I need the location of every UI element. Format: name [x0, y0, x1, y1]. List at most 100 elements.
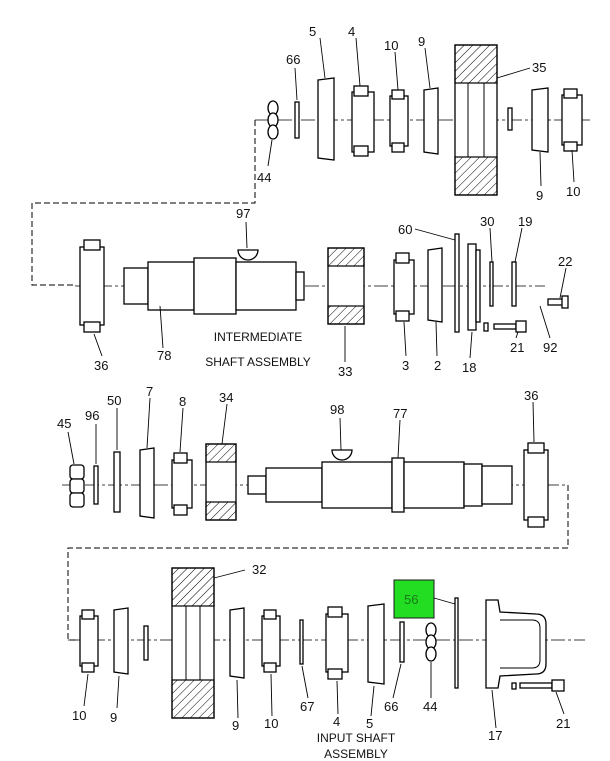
- label-60: 60: [398, 222, 412, 237]
- part-35-gear[interactable]: [454, 44, 498, 196]
- label-10: 10: [384, 38, 398, 53]
- label-5-row4: 5: [366, 716, 373, 731]
- part-44-nut[interactable]: [267, 100, 279, 140]
- part-36-hub[interactable]: [79, 239, 105, 333]
- label-18: 18: [462, 360, 476, 375]
- part-18-retainer[interactable]: [467, 243, 481, 331]
- label-96: 96: [85, 408, 99, 423]
- part-96-washer[interactable]: [93, 465, 99, 505]
- connector-1-2: [31, 120, 256, 286]
- part-10-bearing[interactable]: [389, 89, 409, 153]
- label-78: 78: [157, 348, 171, 363]
- caption-intermediate-1: INTERMEDIATE: [214, 330, 302, 344]
- part-97-key[interactable]: [237, 249, 259, 261]
- part-21-bolt-row4[interactable]: [511, 679, 565, 692]
- part-10-bearing-row4[interactable]: [79, 609, 99, 673]
- label-9b: 9: [536, 188, 543, 203]
- label-10b: 10: [566, 184, 580, 199]
- label-5: 5: [309, 24, 316, 39]
- caption-intermediate-2: SHAFT ASSEMBLY: [205, 355, 311, 369]
- highlight-box[interactable]: [393, 579, 435, 619]
- part-78-shaft[interactable]: [123, 257, 305, 315]
- part-56-gasket[interactable]: [454, 597, 459, 689]
- part-77-shaft[interactable]: [247, 457, 513, 513]
- part-45-nut[interactable]: [69, 464, 85, 508]
- label-44-row4: 44: [423, 699, 437, 714]
- label-4-row4: 4: [333, 714, 340, 729]
- part-9-cup-row4[interactable]: [113, 607, 129, 675]
- part-9-cup-right[interactable]: [531, 87, 549, 153]
- part-19-gasket[interactable]: [511, 261, 517, 307]
- label-66: 66: [286, 52, 300, 67]
- part-44-nut-row4[interactable]: [425, 622, 437, 662]
- part-9-cup[interactable]: [423, 87, 439, 155]
- part-21-bolt[interactable]: [483, 320, 527, 333]
- part-9-cup-row4b[interactable]: [229, 607, 245, 679]
- part-key-row4[interactable]: [143, 625, 149, 661]
- label-4: 4: [348, 24, 355, 39]
- label-97: 97: [236, 206, 250, 221]
- label-30: 30: [480, 214, 494, 229]
- part-5-cup-row4[interactable]: [367, 603, 385, 685]
- part-50-ring[interactable]: [113, 451, 121, 513]
- label-50: 50: [107, 393, 121, 408]
- label-17: 17: [488, 728, 502, 743]
- label-10-row4: 10: [72, 708, 86, 723]
- label-35: 35: [532, 60, 546, 75]
- highlight-label-56: 56: [404, 592, 418, 607]
- label-21-row4: 21: [556, 716, 570, 731]
- part-34-gear[interactable]: [205, 443, 237, 521]
- part-4-bearing-cone[interactable]: [351, 85, 375, 157]
- label-36: 36: [94, 358, 108, 373]
- label-3: 3: [402, 358, 409, 373]
- part-67-washer[interactable]: [299, 619, 304, 665]
- label-19: 19: [518, 214, 532, 229]
- caption-input-1: INPUT SHAFT: [317, 731, 396, 745]
- part-2-cup[interactable]: [427, 247, 443, 323]
- label-2: 2: [434, 358, 441, 373]
- row4-input-shaft: 32 10 9 9 10 67 4 5 66 44 17 21 INPUT SH…: [68, 562, 585, 761]
- part-30-shim[interactable]: [489, 261, 494, 307]
- part-98-key[interactable]: [331, 449, 353, 461]
- label-8: 8: [179, 394, 186, 409]
- label-32: 32: [252, 562, 266, 577]
- label-36b: 36: [524, 388, 538, 403]
- part-5-cup[interactable]: [317, 77, 335, 161]
- label-22: 22: [558, 254, 572, 269]
- label-66-row4: 66: [384, 699, 398, 714]
- label-92: 92: [543, 340, 557, 355]
- row3-shaft: 45 96 50 7 8 34 98 77 36: [57, 384, 568, 528]
- caption-input-2: ASSEMBLY: [324, 747, 388, 761]
- part-4-bearing-row4[interactable]: [325, 606, 349, 680]
- label-10b-row4: 10: [264, 716, 278, 731]
- part-8-bearing[interactable]: [171, 452, 193, 516]
- label-77: 77: [393, 406, 407, 421]
- part-key[interactable]: [507, 107, 513, 131]
- label-34: 34: [219, 390, 233, 405]
- label-44: 44: [257, 170, 271, 185]
- label-9-row4: 9: [110, 710, 117, 725]
- label-45: 45: [57, 416, 71, 431]
- part-60-plate[interactable]: [454, 233, 460, 333]
- part-66-washer-row4[interactable]: [399, 621, 405, 663]
- part-36-hub-row3[interactable]: [523, 442, 549, 528]
- row2-intermediate-shaft: 97 60 30 19 22 36 78 33 3 2 18 21 92 INT…: [75, 206, 572, 379]
- part-66-washer[interactable]: [294, 101, 300, 139]
- label-33: 33: [338, 364, 352, 379]
- part-17-cover[interactable]: [485, 599, 547, 689]
- label-21: 21: [510, 340, 524, 355]
- row1-assembly: 5 4 10 9 66 35 44 9 10: [255, 24, 590, 203]
- part-7-cup[interactable]: [139, 447, 155, 519]
- label-9: 9: [418, 34, 425, 49]
- label-7: 7: [146, 384, 153, 399]
- part-32-gear[interactable]: [171, 567, 215, 719]
- label-67: 67: [300, 699, 314, 714]
- part-10-bearing-row4b[interactable]: [261, 609, 281, 673]
- part-3-bearing[interactable]: [393, 252, 415, 322]
- highlight-callout-56[interactable]: 56: [393, 579, 456, 619]
- part-10-bearing-right[interactable]: [561, 88, 583, 152]
- part-33-gear[interactable]: [327, 247, 365, 325]
- label-98: 98: [330, 402, 344, 417]
- part-22-bolt[interactable]: [547, 295, 569, 309]
